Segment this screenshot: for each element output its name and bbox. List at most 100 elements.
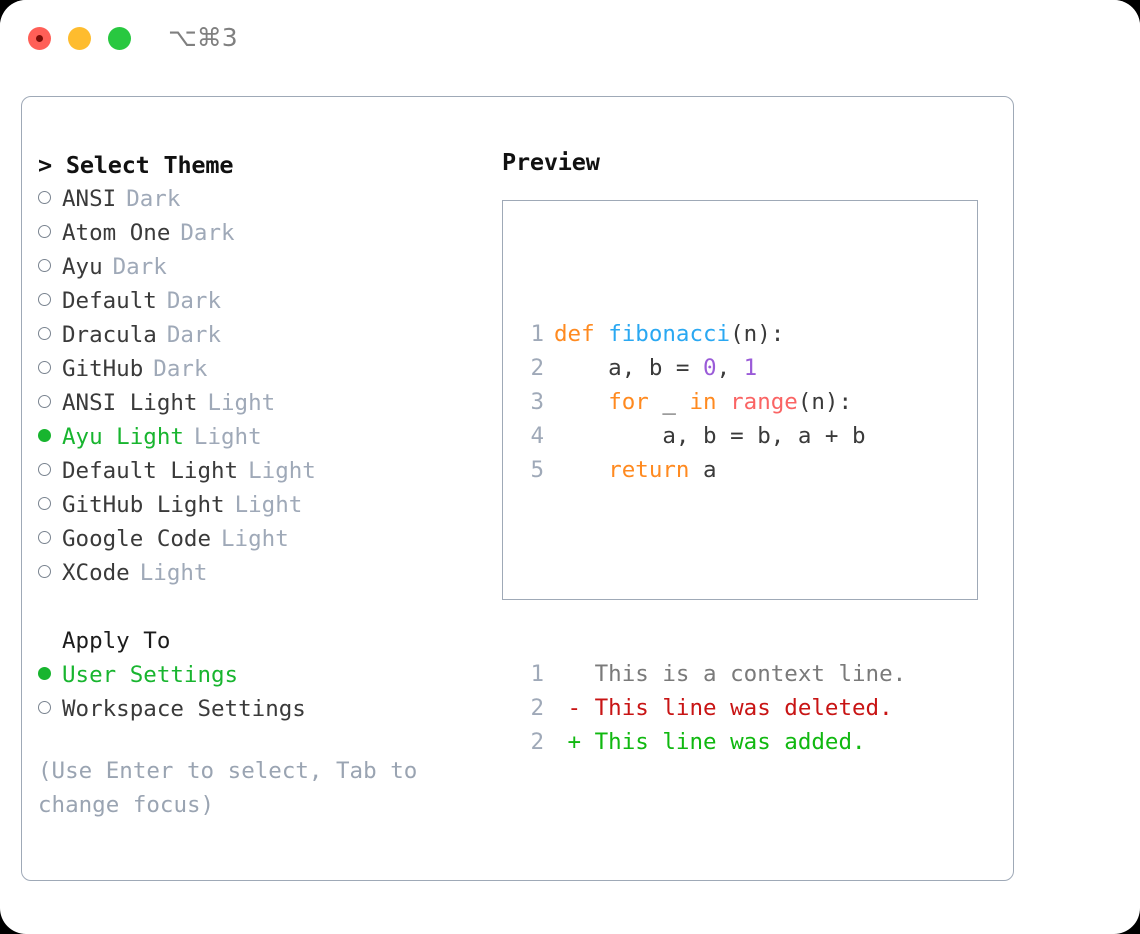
line-number: 2 — [530, 695, 544, 721]
line-number: 4 — [530, 423, 544, 449]
radio-unselected-icon — [38, 461, 62, 480]
apply-to-option-row[interactable]: User Settings — [38, 658, 478, 692]
code-line: 4 a, b = b, a + b — [522, 419, 906, 453]
title-bar: ⌥⌘3 — [0, 0, 1140, 78]
diff-sample-lines: 1 This is a context line. 2 - This line w… — [522, 657, 906, 759]
code-token — [554, 457, 608, 483]
code-token: for — [608, 389, 649, 415]
code-token: (n): — [797, 389, 853, 415]
theme-kind-badge: Dark — [126, 186, 181, 212]
radio-unselected-icon — [38, 257, 62, 276]
code-token: range — [730, 389, 798, 415]
theme-name-label: ANSI — [62, 186, 117, 212]
radio-unselected-icon — [38, 189, 62, 208]
theme-kind-badge: Dark — [153, 356, 208, 382]
theme-option-row[interactable]: GitHub Dark — [38, 352, 478, 386]
code-line: 2 a, b = 0, 1 — [522, 351, 906, 385]
line-number: 2 — [530, 355, 544, 381]
apply-to-option-label: Workspace Settings — [62, 696, 306, 722]
radio-unselected-icon — [38, 291, 62, 310]
code-token: 0 — [703, 355, 717, 381]
code-token: , — [716, 355, 744, 381]
code-token — [554, 389, 608, 415]
radio-unselected-icon — [38, 495, 62, 514]
code-token: fibonacci — [608, 321, 731, 347]
code-token: - This line was deleted. — [554, 695, 893, 721]
code-token: + This line was added. — [554, 729, 866, 755]
code-line: 3 for _ in range(n): — [522, 385, 906, 419]
theme-name-label: Atom One — [62, 220, 171, 246]
radio-selected-icon — [38, 665, 62, 684]
theme-kind-badge: Dark — [166, 288, 222, 314]
diff-line: 2 - This line was deleted. — [522, 691, 906, 725]
line-number: 3 — [530, 389, 544, 415]
code-token: in — [689, 389, 717, 415]
theme-kind-badge: Dark — [166, 322, 222, 348]
select-theme-heading: > Select Theme — [38, 151, 234, 179]
theme-option-row[interactable]: Default Light Light — [38, 454, 478, 488]
theme-option-row[interactable]: Atom One Dark — [38, 216, 478, 250]
theme-name-label: Ayu — [62, 254, 103, 280]
code-token: (n): — [730, 321, 785, 347]
radio-unselected-icon — [38, 359, 62, 378]
line-number: 1 — [530, 321, 544, 347]
code-token: This is a context line. — [554, 661, 907, 687]
theme-name-label: XCode — [62, 560, 130, 586]
close-window-button[interactable] — [28, 27, 51, 50]
apply-to-option-row[interactable]: Workspace Settings — [38, 692, 478, 726]
theme-kind-badge: Dark — [112, 254, 167, 280]
line-number: 1 — [530, 661, 544, 687]
line-number: 5 — [530, 457, 544, 483]
code-token — [595, 321, 609, 347]
preview-heading: Preview — [502, 148, 600, 176]
code-line: 1 def fibonacci(n): — [522, 317, 906, 351]
theme-name-label: Dracula — [62, 322, 157, 348]
code-token: a, b = — [554, 355, 704, 381]
theme-option-row[interactable]: XCode Light — [38, 556, 478, 590]
apply-to-heading: Apply To — [62, 628, 171, 654]
theme-kind-badge: Light — [248, 458, 316, 484]
theme-kind-badge: Light — [139, 560, 208, 586]
theme-option-row[interactable]: ANSI Light Light — [38, 386, 478, 420]
code-token: def — [554, 321, 595, 347]
code-token: a, b = b, a + b — [554, 423, 866, 449]
apply-to-option-label: User Settings — [62, 662, 239, 688]
theme-option-row[interactable]: Dracula Dark — [38, 318, 478, 352]
code-token: _ — [648, 389, 690, 415]
keyboard-hint-text: (Use Enter to select, Tab to change focu… — [38, 758, 431, 818]
theme-kind-badge: Light — [207, 390, 276, 416]
code-token: a — [689, 457, 717, 483]
theme-name-label: Google Code — [62, 526, 212, 552]
theme-name-label: GitHub — [62, 356, 144, 382]
theme-option-row[interactable]: ANSI Dark — [38, 182, 478, 216]
list-spacer — [38, 590, 478, 624]
code-token: 1 — [743, 355, 758, 381]
minimize-window-button[interactable] — [68, 27, 91, 50]
code-token — [717, 389, 731, 415]
theme-kind-badge: Light — [193, 424, 262, 450]
radio-unselected-icon — [38, 223, 62, 242]
maximize-window-button[interactable] — [108, 27, 131, 50]
theme-option-row[interactable]: Default Dark — [38, 284, 478, 318]
code-token: return — [608, 457, 690, 483]
theme-name-label: Default — [62, 288, 157, 314]
theme-name-label: ANSI Light — [62, 390, 198, 416]
diff-line: 2 + This line was added. — [522, 725, 906, 759]
theme-kind-badge: Dark — [180, 220, 235, 246]
keyboard-shortcut-label: ⌥⌘3 — [168, 23, 238, 52]
code-line: 5 return a — [522, 453, 906, 487]
code-blank-line — [522, 555, 906, 589]
theme-name-label: Default Light — [62, 458, 239, 484]
theme-option-row[interactable]: Ayu Dark — [38, 250, 478, 284]
